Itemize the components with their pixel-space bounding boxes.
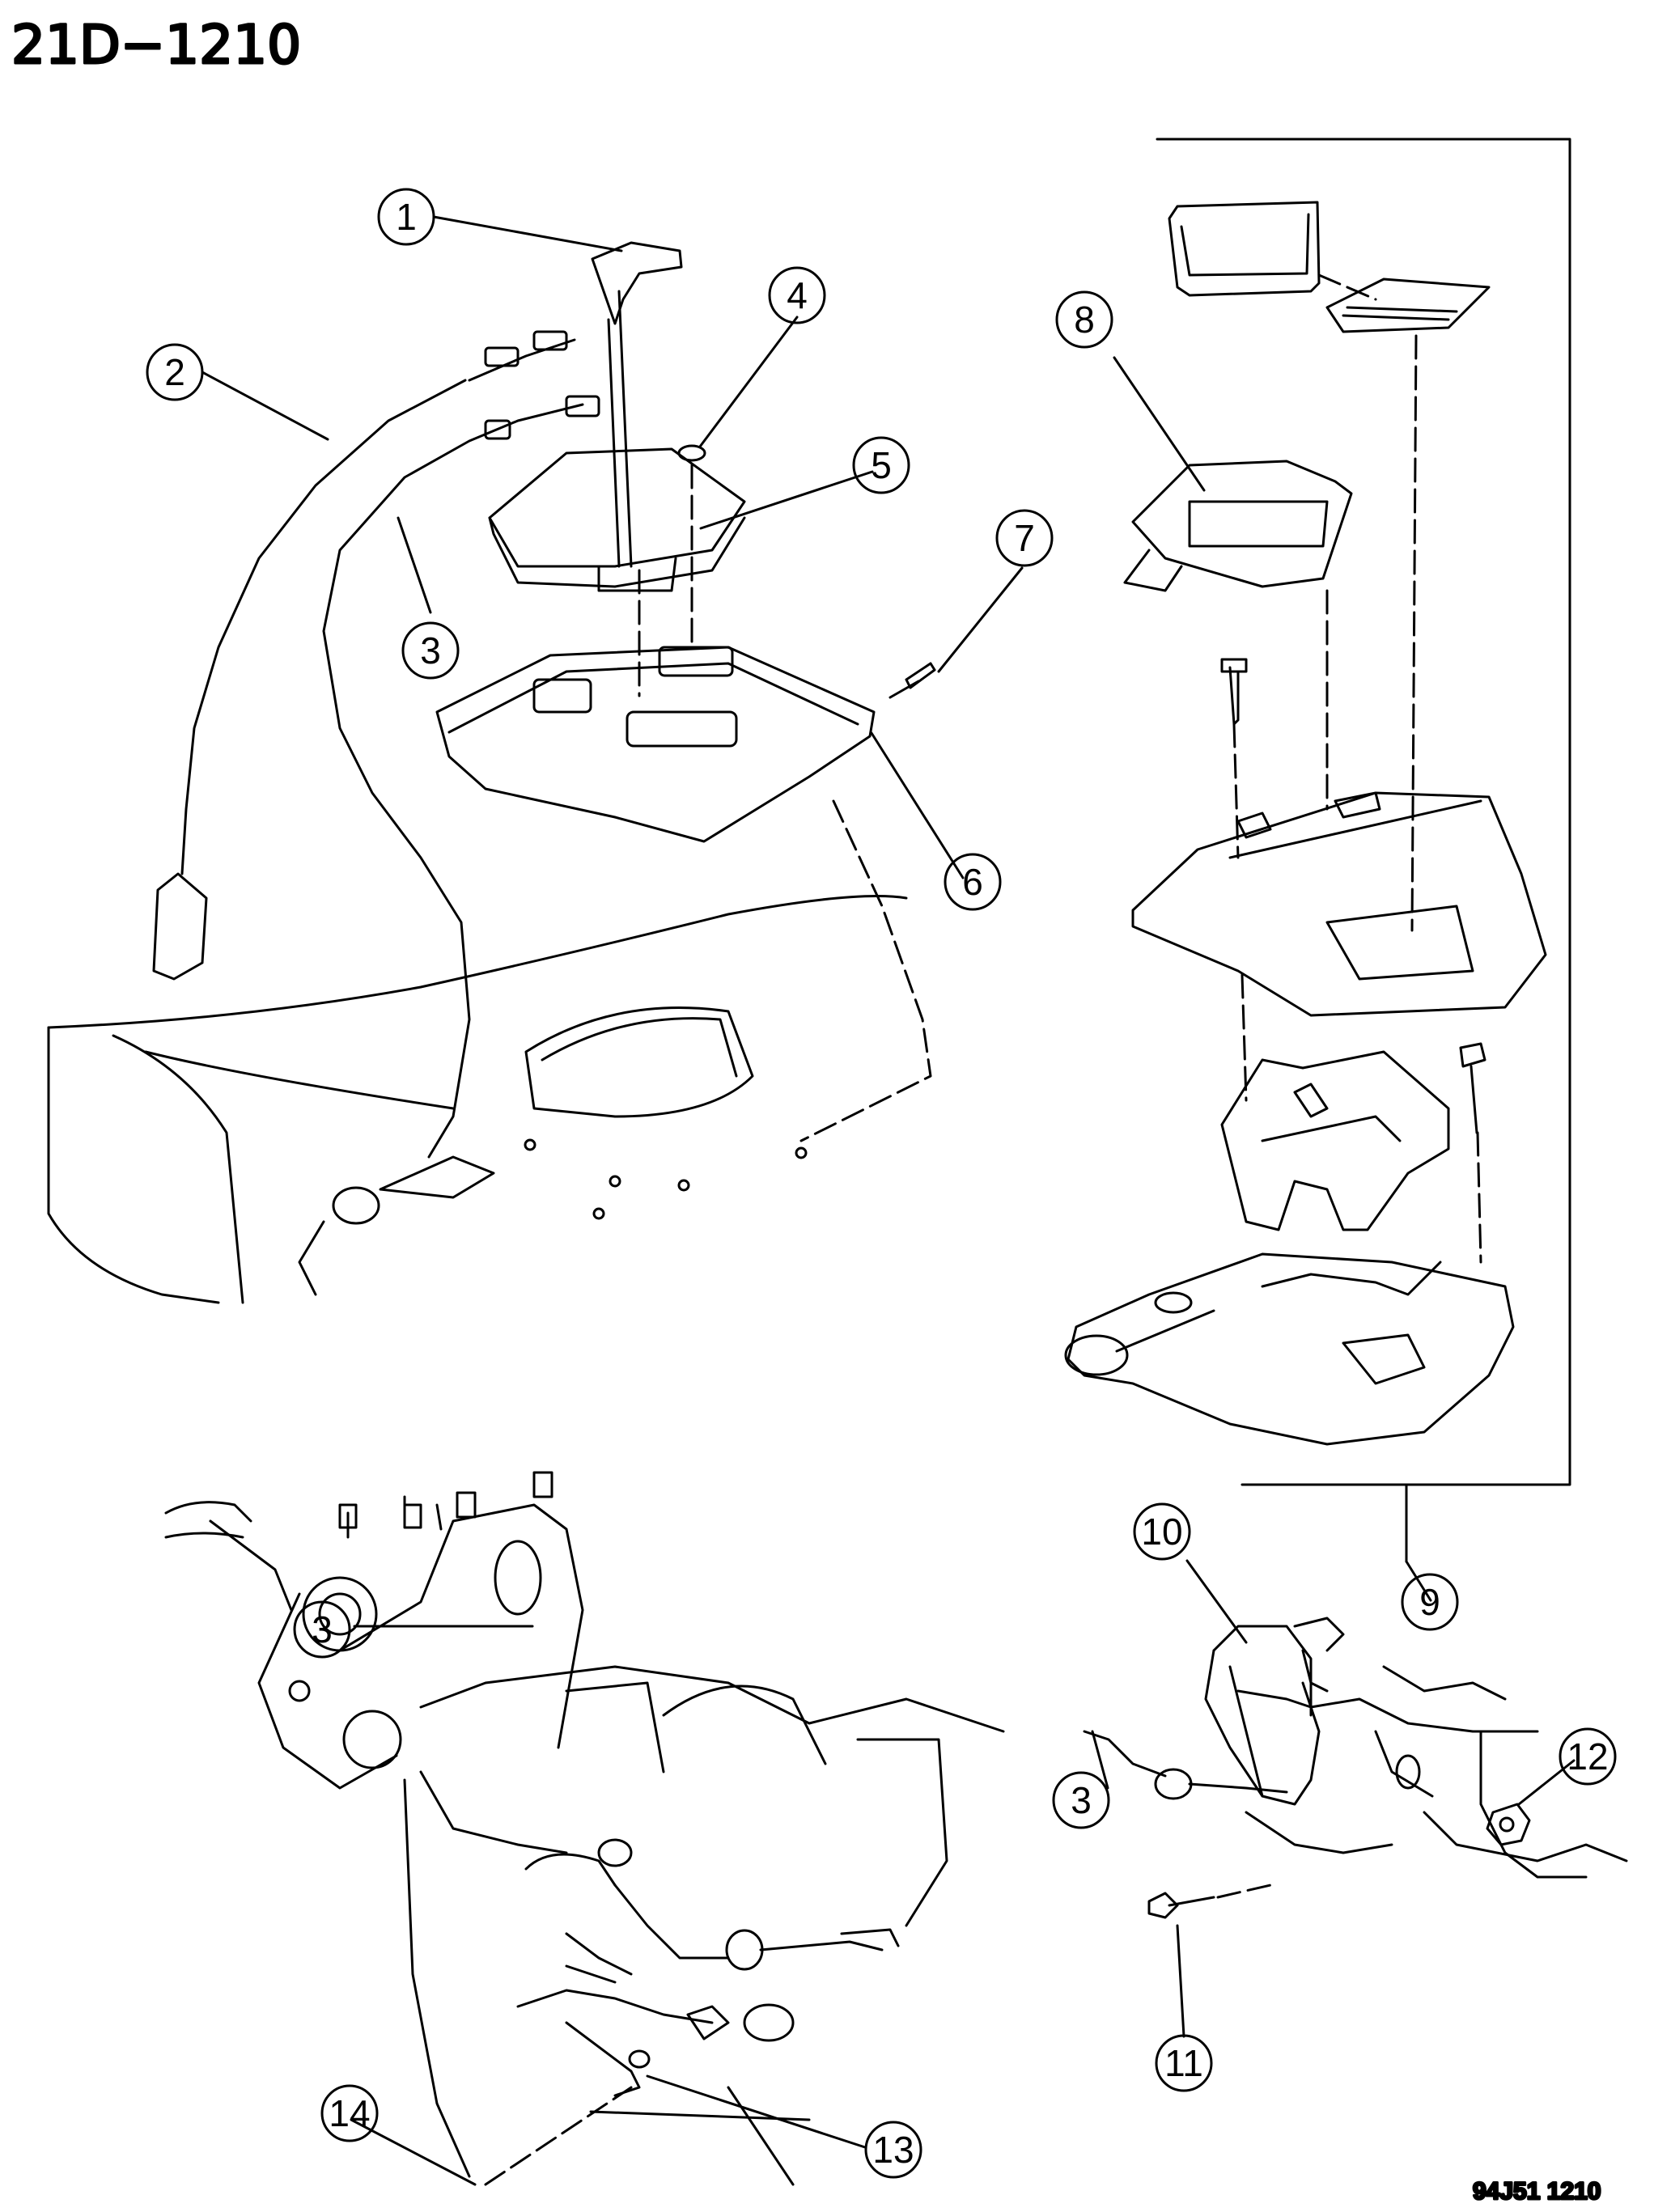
drawing-code: 94J51 1210 [1473, 2178, 1601, 2205]
callout-circle-4 [768, 266, 826, 324]
callout-10: 10 [1141, 1511, 1182, 1553]
callout-circle-5 [852, 436, 910, 494]
callout-numbers: 1 2 3 4 5 6 7 8 3 9 10 12 3 14 13 11 [164, 196, 1608, 2171]
callout-circles [146, 188, 1617, 2179]
callout-14: 14 [329, 2092, 370, 2134]
callout-circle-9 [1401, 1573, 1459, 1631]
callout-circle-6 [944, 853, 1002, 911]
callout-circle-8 [1055, 290, 1113, 349]
callout-circle-3-top [401, 621, 460, 680]
callout-13: 13 [872, 2129, 914, 2171]
callout-4: 4 [787, 274, 808, 316]
callout-3-left: 3 [312, 1608, 333, 1651]
callout-circle-11 [1155, 2034, 1213, 2092]
callout-circle-3-right [1052, 1771, 1110, 1829]
callout-7: 7 [1014, 517, 1035, 559]
page-title: 21D−1210 [11, 14, 301, 76]
callout-11: 11 [1164, 2042, 1203, 2084]
callout-circle-7 [995, 509, 1054, 567]
callout-circle-10 [1133, 1502, 1191, 1561]
callout-1: 1 [396, 196, 417, 238]
callout-9: 9 [1419, 1581, 1440, 1623]
callout-leaders [201, 215, 1576, 2186]
callout-12: 12 [1567, 1735, 1608, 1778]
callout-circle-13 [864, 2121, 922, 2179]
callout-2: 2 [164, 351, 185, 393]
shifter-assembly [47, 241, 936, 1304]
callout-8: 8 [1074, 299, 1095, 341]
callout-6: 6 [962, 861, 983, 903]
transmission-left [164, 1471, 1005, 2186]
callout-circle-1 [377, 188, 435, 246]
callout-3-right: 3 [1071, 1779, 1092, 1821]
callout-circle-3-left [293, 1600, 351, 1659]
callout-3-top: 3 [420, 629, 441, 672]
console-assembly [1064, 138, 1571, 1563]
transmission-right [1083, 1617, 1628, 1919]
callout-5: 5 [871, 444, 892, 486]
callout-circle-12 [1559, 1727, 1617, 1786]
callout-circle-14 [320, 2084, 379, 2142]
callout-circle-2 [146, 343, 204, 401]
